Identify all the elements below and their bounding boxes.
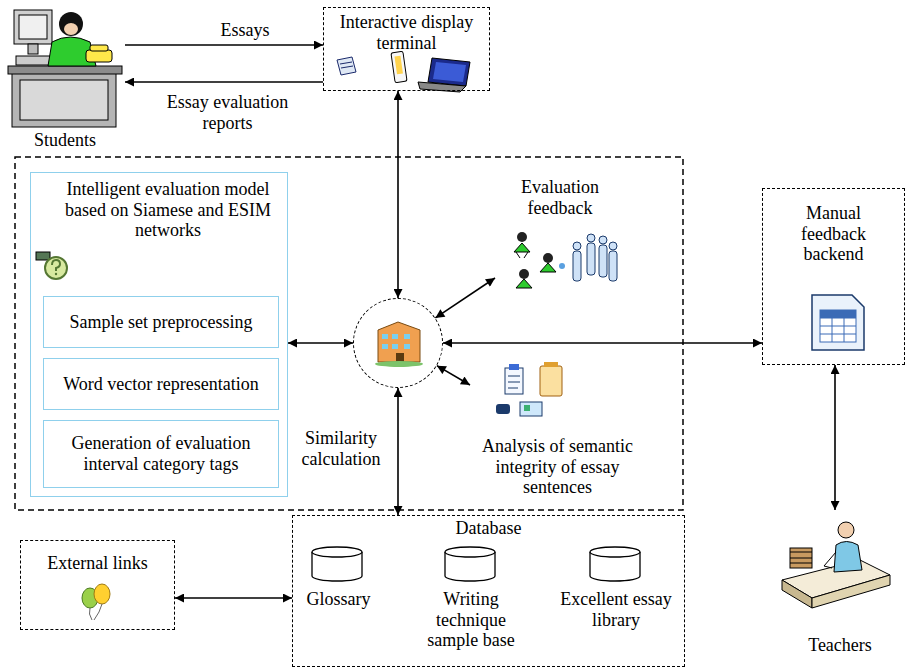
- actor-node: Students: [5, 5, 125, 153]
- connector-arrow: [125, 44, 323, 46]
- node-text: Generation of evaluation interval catego…: [50, 433, 272, 474]
- connector-arrow: [834, 365, 836, 510]
- connector-arrow: [397, 388, 399, 515]
- node-text: Database: [299, 518, 678, 539]
- database-cylinders: [312, 547, 640, 581]
- node-text: Evaluation feedback: [499, 177, 621, 218]
- connector-arrow: [125, 81, 323, 83]
- people-icons: [514, 232, 617, 288]
- connector-arrow: [397, 91, 399, 298]
- teacher-icon: [782, 522, 890, 608]
- edge-label: Essays: [190, 20, 300, 41]
- node-text: Analysis of semantic integrity of essay …: [474, 436, 641, 498]
- node-text: External links: [27, 553, 168, 574]
- connector-arrow: [288, 342, 353, 344]
- system-region: [15, 157, 683, 510]
- database-item: Excellent essay library: [556, 589, 676, 639]
- terminal-box: Interactive display terminal: [323, 7, 490, 91]
- node-text: Students: [7, 130, 123, 151]
- node-text: Manual feedback backend: [773, 203, 894, 265]
- node-text: Excellent essay library: [556, 589, 676, 630]
- connector-arrow: [443, 342, 762, 344]
- student-icon: [8, 10, 122, 127]
- database-item: Glossary: [296, 589, 381, 615]
- terminal-icons: [337, 51, 470, 92]
- analysis-icons: [496, 362, 562, 416]
- connector-arrow: [437, 366, 470, 385]
- node-text: Glossary: [296, 589, 381, 610]
- feedback-node: Evaluation feedback: [495, 175, 625, 290]
- node-text: Word vector representation: [50, 374, 272, 395]
- analysis-node: Analysis of semantic integrity of essay …: [470, 365, 645, 500]
- balloon-icon: [82, 584, 110, 620]
- model-box: Intelligent evaluation model based on Si…: [30, 172, 288, 497]
- external-box: External links: [20, 540, 175, 630]
- process-box: Sample set preprocessing: [43, 296, 279, 348]
- edge-label: Essay evaluation reports: [140, 92, 315, 133]
- connector-arrow: [435, 278, 495, 318]
- actor-node: Teachers: [775, 510, 905, 660]
- connector-arrow: [175, 597, 292, 599]
- database-box: DatabaseGlossary Writing technique sample…: [292, 515, 685, 667]
- building-icon: [375, 322, 423, 367]
- process-box: Generation of evaluation interval catego…: [43, 420, 279, 488]
- node-text: Writing technique sample base: [421, 589, 521, 651]
- node-text: Intelligent evaluation model based on Si…: [59, 179, 277, 241]
- node-text: Interactive display terminal: [330, 12, 483, 53]
- hub-circle: [353, 298, 443, 388]
- spreadsheet-icon: [812, 295, 864, 350]
- node-text: Teachers: [777, 635, 903, 656]
- magnifier-icon: [36, 252, 67, 279]
- backend-box: Manual feedback backend: [762, 188, 905, 365]
- database-item: Writing technique sample base: [421, 589, 521, 659]
- edge-label: Similarity calculation: [292, 428, 390, 469]
- process-box: Word vector representation: [43, 358, 279, 410]
- node-text: Sample set preprocessing: [50, 312, 272, 333]
